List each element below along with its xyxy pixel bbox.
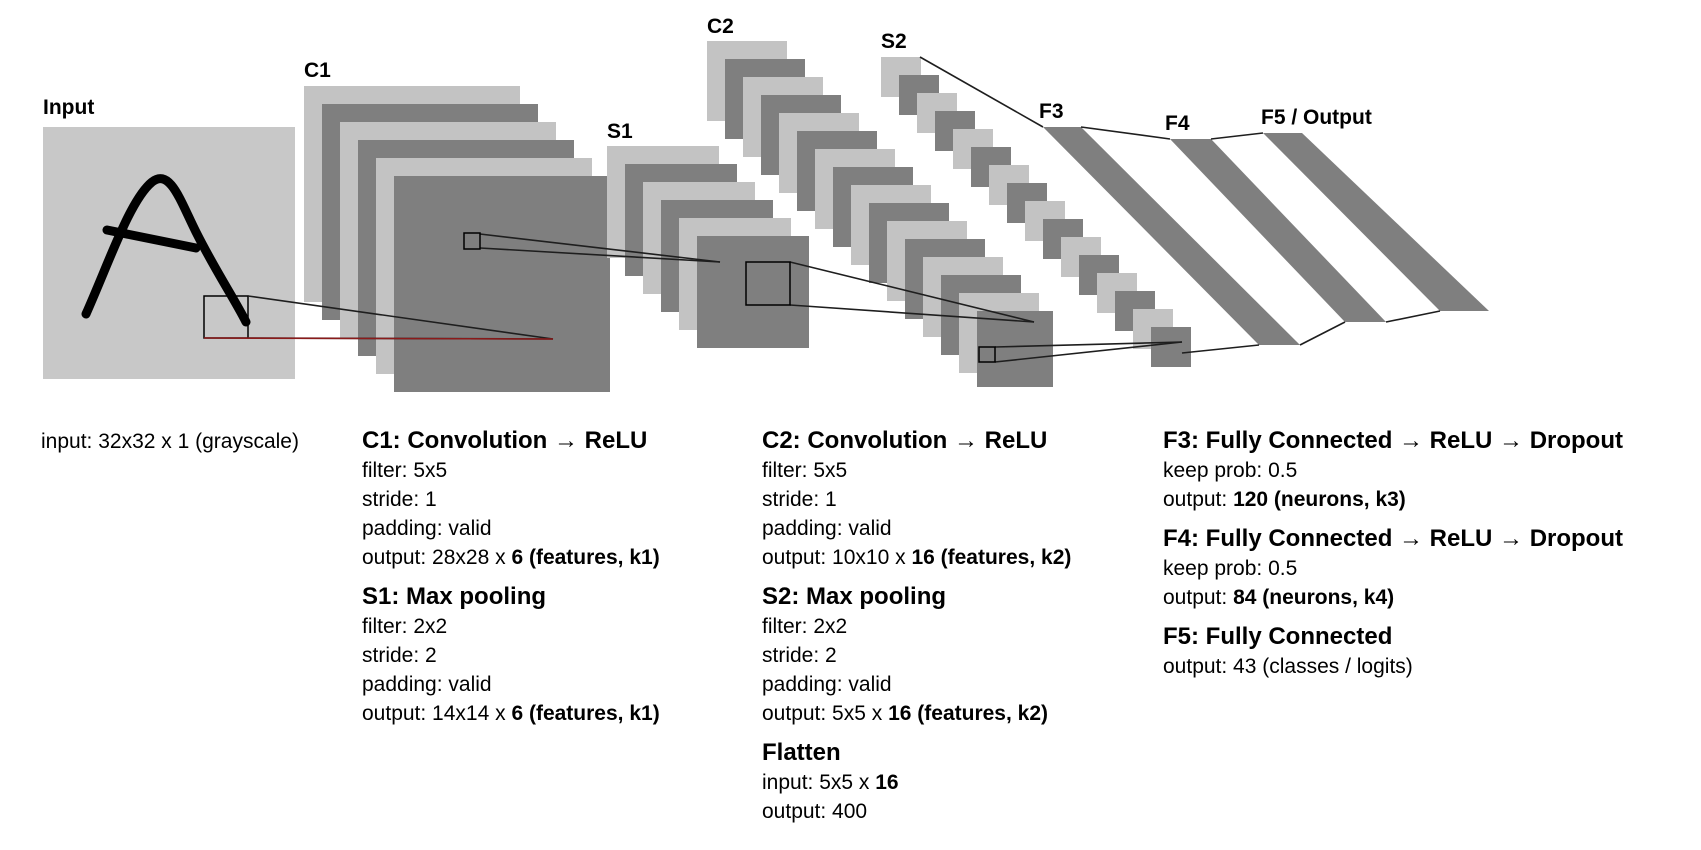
connection-lines <box>203 56 1441 363</box>
handwritten-a-glyph <box>81 174 251 327</box>
s2-feature-map-stack <box>881 57 1191 367</box>
c1-feature-map <box>394 176 610 392</box>
s2-padding: padding: valid <box>762 673 892 696</box>
f3-layer-bar <box>1043 127 1300 345</box>
label-f5: F5 / Output <box>1261 106 1372 129</box>
f3-output: output: 120 (neurons, k3) <box>1163 488 1406 511</box>
s1-title: S1: Max pooling <box>362 583 547 610</box>
s1-output: output: 14x14 x 6 (features, k1) <box>362 702 660 725</box>
f4-keep-prob: keep prob: 0.5 <box>1163 557 1298 580</box>
s1-stride: stride: 2 <box>362 644 437 667</box>
c2-feature-map-stack <box>707 41 1053 387</box>
c2-receptive-field <box>978 346 996 363</box>
column-c2-s2-flatten: C2: Convolution → ReLU filter: 5x5 strid… <box>762 425 1071 835</box>
f3-title: F3: Fully Connected → ReLU → Dropout <box>1163 427 1623 454</box>
c2-filter: filter: 5x5 <box>762 459 848 482</box>
c1-block: C1: Convolution → ReLU filter: 5x5 strid… <box>362 425 660 572</box>
flatten-title: Flatten <box>762 739 841 766</box>
c2-feature-map <box>977 311 1053 387</box>
c2-stride: stride: 1 <box>762 488 837 511</box>
f3-keep-prob: keep prob: 0.5 <box>1163 459 1298 482</box>
f4-title: F4: Fully Connected → ReLU → Dropout <box>1163 525 1623 552</box>
s1-filter: filter: 2x2 <box>362 615 448 638</box>
flatten-block: Flatten input: 5x5 x 16 output: 400 <box>762 737 1071 826</box>
s1-feature-map <box>697 236 809 348</box>
c1-padding: padding: valid <box>362 517 492 540</box>
s1-receptive-field <box>745 261 791 306</box>
label-s2: S2 <box>881 30 907 53</box>
column-f3-f4-f5: F3: Fully Connected → ReLU → Dropout kee… <box>1163 425 1623 690</box>
f4-layer-bar <box>1170 139 1386 322</box>
c1-filter: filter: 5x5 <box>362 459 448 482</box>
label-f3: F3 <box>1039 100 1064 123</box>
c1-output: output: 28x28 x 6 (features, k1) <box>362 546 660 569</box>
flatten-input: input: 5x5 x 16 <box>762 771 899 794</box>
f4-block: F4: Fully Connected → ReLU → Dropout kee… <box>1163 523 1623 612</box>
input-description: input: 32x32 x 1 (grayscale) <box>41 427 299 456</box>
c2-padding: padding: valid <box>762 517 892 540</box>
f5-layer-bar <box>1263 133 1489 311</box>
s1-block: S1: Max pooling filter: 2x2 stride: 2 pa… <box>362 581 660 728</box>
s2-block: S2: Max pooling filter: 2x2 stride: 2 pa… <box>762 581 1071 728</box>
c2-block: C2: Convolution → ReLU filter: 5x5 strid… <box>762 425 1071 572</box>
label-s1: S1 <box>607 120 633 143</box>
f4-output: output: 84 (neurons, k4) <box>1163 586 1395 609</box>
f5-title: F5: Fully Connected <box>1163 623 1393 650</box>
flatten-output: output: 400 <box>762 800 868 823</box>
f5-block: F5: Fully Connected output: 43 (classes … <box>1163 621 1623 681</box>
s1-feature-map-stack <box>607 146 809 348</box>
s2-stride: stride: 2 <box>762 644 837 667</box>
s2-output: output: 5x5 x 16 (features, k2) <box>762 702 1049 725</box>
s2-filter: filter: 2x2 <box>762 615 848 638</box>
f3-block: F3: Fully Connected → ReLU → Dropout kee… <box>1163 425 1623 514</box>
label-c2: C2 <box>707 15 734 38</box>
s2-feature-map <box>1151 327 1191 367</box>
c1-stride: stride: 1 <box>362 488 437 511</box>
c1-receptive-field <box>463 232 481 250</box>
label-f4: F4 <box>1165 112 1190 135</box>
s2-title: S2: Max pooling <box>762 583 947 610</box>
c1-title: C1: Convolution → ReLU <box>362 427 648 454</box>
lenet-architecture-diagram: Input C1 S1 C2 S2 F3 F4 F5 / Output <box>43 15 1489 392</box>
s1-padding: padding: valid <box>362 673 492 696</box>
f5-output: output: 43 (classes / logits) <box>1163 655 1413 678</box>
input-spec: input: 32x32 x 1 (grayscale) <box>41 430 299 453</box>
column-c1-s1: C1: Convolution → ReLU filter: 5x5 strid… <box>362 425 660 737</box>
label-input: Input <box>43 96 94 119</box>
c2-output: output: 10x10 x 16 (features, k2) <box>762 546 1072 569</box>
handwritten-a-crossbar <box>102 225 201 253</box>
c1-feature-map-stack <box>304 86 610 392</box>
input-image <box>43 127 295 379</box>
label-c1: C1 <box>304 59 331 82</box>
c2-title: C2: Convolution → ReLU <box>762 427 1048 454</box>
